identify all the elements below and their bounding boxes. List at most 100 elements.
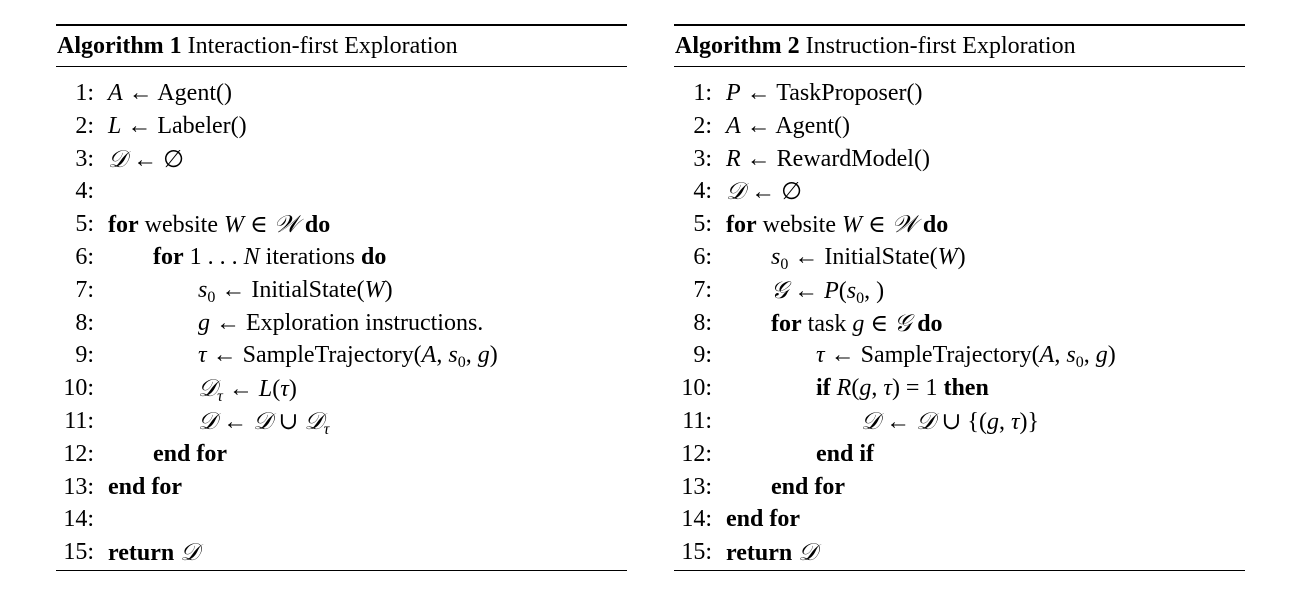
line-number: 3: [693, 145, 712, 172]
algorithm-title: Instruction-first Exploration [805, 33, 1076, 59]
line-number: 10: [63, 375, 94, 402]
line-code: P ← TaskProposer() [726, 80, 923, 106]
line-number: 1: [75, 80, 94, 106]
line-number: 13: [63, 473, 94, 500]
line-code: end for [153, 440, 227, 467]
caption-rule [56, 66, 627, 67]
algorithm-line: 13: end for [56, 471, 627, 504]
algorithm-line: 11: 𝒟 ← 𝒟 ∪ {(g, τ)} [674, 405, 1245, 438]
line-number: 6: [693, 243, 712, 270]
top-rule [56, 24, 627, 26]
line-code: end for [726, 506, 800, 533]
line-number: 14: [63, 506, 94, 533]
line-code: return 𝒟 [108, 538, 200, 567]
line-code: for website W ∈ 𝒲 do [108, 210, 331, 239]
algorithm-line: 12: end for [56, 438, 627, 471]
line-number: 15: [63, 539, 94, 566]
top-rule [674, 24, 1245, 26]
algorithm-line: 8: for task g ∈ 𝒢 do [674, 307, 1245, 340]
line-code: 𝒟 ← ∅ [726, 177, 803, 206]
algorithm-title: Interaction-first Exploration [187, 33, 458, 59]
line-number: 7: [75, 276, 94, 303]
line-code: R ← RewardModel() [726, 145, 930, 172]
line-number: 5: [75, 211, 94, 238]
line-number: 9: [693, 342, 712, 369]
line-code: 𝒟 ← 𝒟 ∪ {(g, τ)} [861, 406, 1040, 435]
algorithm-line: 4: 𝒟 ← ∅ [674, 175, 1245, 208]
line-code: 𝒢 ← P(s0, ) [771, 275, 885, 307]
algorithm-line: 2: A ← Agent() [674, 110, 1245, 143]
algorithm-label: Algorithm 1 [57, 33, 182, 59]
algorithm-line: 11: 𝒟 ← 𝒟 ∪ 𝒟τ [56, 405, 627, 438]
line-number: 3: [75, 145, 94, 172]
algorithm-caption: Algorithm 1 Interaction-first Exploratio… [56, 26, 627, 66]
algorithm-line: 3: R ← RewardModel() [674, 143, 1245, 176]
line-number: 13: [681, 473, 712, 500]
line-code: end for [108, 473, 182, 500]
line-code: A ← Agent() [108, 80, 232, 106]
line-code: 𝒟τ ← L(τ) [198, 374, 297, 406]
algorithm-2-box: Algorithm 2 Instruction-first Exploratio… [674, 24, 1245, 571]
line-number: 15: [681, 539, 712, 566]
line-number: 11: [682, 407, 712, 434]
algorithm-line: 2:L ← Labeler() [56, 110, 627, 143]
algorithm-line: 15: return 𝒟 [56, 536, 627, 569]
algorithm-line: 8:g ← Exploration instructions. [56, 307, 627, 340]
line-code: end for [771, 473, 845, 500]
line-code: return 𝒟 [726, 538, 818, 567]
algorithm-line: 3: 𝒟 ← ∅ [56, 143, 627, 176]
line-number: 2: [75, 112, 94, 139]
algorithm-line: 7: 𝒢 ← P(s0, ) [674, 274, 1245, 307]
line-number: 10: [681, 375, 712, 402]
line-code: 𝒟 ← 𝒟 ∪ 𝒟τ [198, 406, 330, 438]
line-number: 12: [63, 440, 94, 467]
line-number: 2: [693, 112, 712, 139]
line-code: for website W ∈ 𝒲 do [726, 210, 949, 239]
algorithm-label: Algorithm 2 [675, 33, 800, 59]
line-code: for task g ∈ 𝒢 do [771, 308, 943, 337]
algorithm-line: 14: [56, 503, 627, 536]
line-number: 6: [75, 243, 94, 270]
line-code: τ ← SampleTrajectory(A, s0, g) [816, 342, 1116, 372]
algorithm-line: 12: end if [674, 438, 1245, 471]
line-number: 4: [693, 178, 712, 205]
algorithm-line: 13: end for [674, 471, 1245, 504]
algorithm-line: 5: for website W ∈ 𝒲 do [674, 208, 1245, 241]
algorithm-line: 9: τ ← SampleTrajectory(A, s0, g) [56, 339, 627, 372]
algorithm-1-box: Algorithm 1 Interaction-first Exploratio… [56, 24, 627, 571]
line-number: 7: [693, 276, 712, 303]
line-code: τ ← SampleTrajectory(A, s0, g) [198, 342, 498, 372]
caption-rule [674, 66, 1245, 67]
line-number: 8: [75, 309, 94, 336]
line-code: end if [816, 440, 875, 467]
line-number: 8: [693, 309, 712, 336]
line-number: 14: [681, 506, 712, 533]
algorithm-line: 7: s0 ← InitialState(W) [56, 274, 627, 307]
line-code: if R(g, τ) = 1 then [816, 375, 989, 402]
algorithm-line: 5: for website W ∈ 𝒲 do [56, 208, 627, 241]
line-code: 𝒟 ← ∅ [108, 144, 185, 173]
line-number: 4: [75, 178, 94, 205]
algorithm-line: 6: for 1 . . . N iterations do [56, 241, 627, 274]
line-number: 1: [693, 80, 712, 106]
algorithm-line: 1: P ← TaskProposer() [674, 77, 1245, 110]
line-number: 11: [64, 407, 94, 434]
line-number: 9: [75, 342, 94, 369]
algorithm-line: 4: [56, 175, 627, 208]
algorithm-line: 6: s0 ← InitialState(W) [674, 241, 1245, 274]
algorithm-lines: 1: A ← Agent() 2:L ← Labeler()3: 𝒟 ← ∅ 4: 5: f… [56, 67, 627, 569]
line-code: s0 ← InitialState(W) [771, 243, 966, 273]
line-number: 5: [693, 211, 712, 238]
algorithm-line: 10: if R(g, τ) = 1 then [674, 372, 1245, 405]
line-number: 12: [681, 440, 712, 467]
line-code: s0 ← InitialState(W) [198, 276, 393, 306]
algorithm-lines: 1: P ← TaskProposer() 2: A ← Agent() 3: R ← R… [674, 67, 1245, 569]
bottom-rule [674, 570, 1245, 571]
algorithm-line: 1: A ← Agent() [56, 77, 627, 110]
algorithm-line: 9: τ ← SampleTrajectory(A, s0, g) [674, 339, 1245, 372]
bottom-rule [56, 570, 627, 571]
algorithm-line: 14: end for [674, 503, 1245, 536]
line-code: for 1 . . . N iterations do [153, 243, 387, 270]
algorithm-line: 10: 𝒟τ ← L(τ) [56, 372, 627, 405]
line-code: A ← Agent() [726, 112, 850, 139]
